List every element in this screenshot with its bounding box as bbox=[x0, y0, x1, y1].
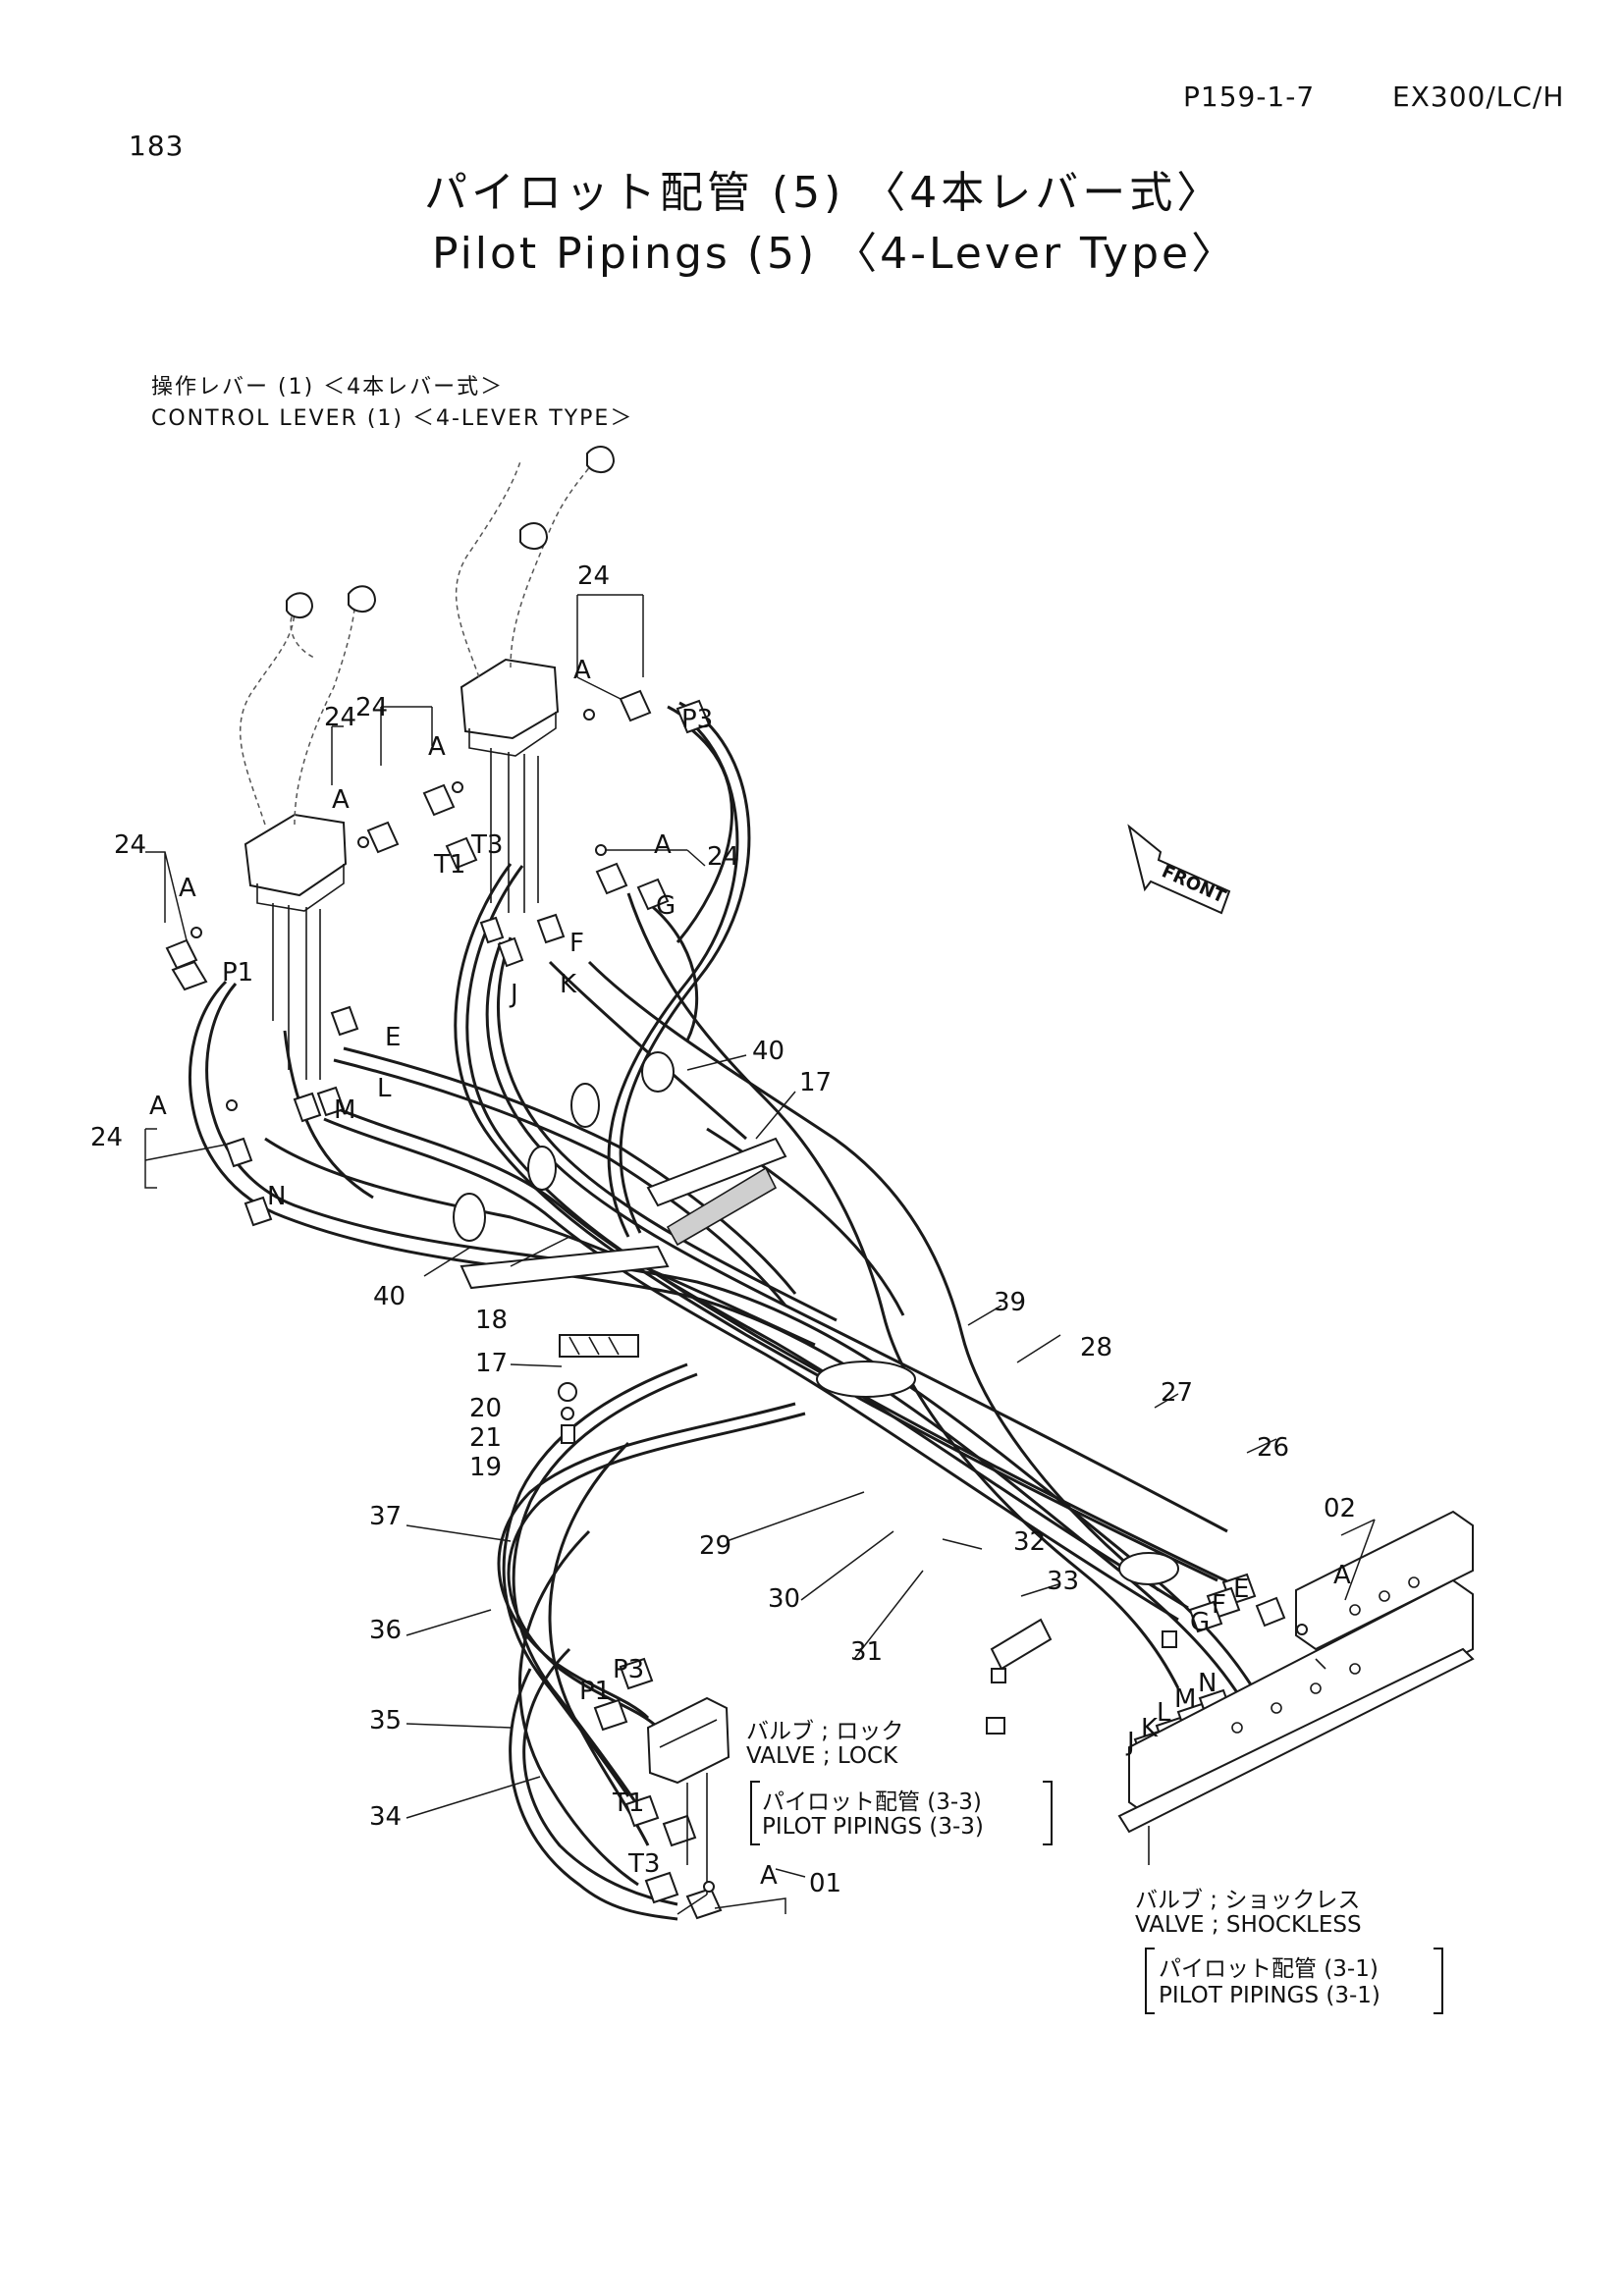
marker-a-shockless: A bbox=[1333, 1561, 1351, 1590]
callout-26: 26 bbox=[1257, 1433, 1290, 1463]
valve-lock-label-en: VALVE ; LOCK bbox=[746, 1743, 898, 1769]
valve-shockless-ref-bracket-right bbox=[1434, 1948, 1443, 2014]
valve-lock-label-jp: バルブ ; ロック bbox=[746, 1719, 904, 1744]
valve-shockless-ref-bracket-left bbox=[1145, 1948, 1155, 2014]
callout-17-upper: 17 bbox=[799, 1068, 833, 1097]
callout-19: 19 bbox=[469, 1453, 503, 1482]
callout-18: 18 bbox=[475, 1306, 509, 1335]
control-lever-caption-jp: 操作レバー (1) ＜4本レバー式＞ bbox=[151, 375, 505, 400]
port-j-right: J bbox=[1127, 1728, 1135, 1757]
port-m-right: M bbox=[1174, 1684, 1197, 1714]
port-t3-lower: T3 bbox=[628, 1849, 661, 1879]
shockless-valve bbox=[1117, 1510, 1475, 1865]
marker-a-top: A bbox=[573, 656, 591, 685]
title-english: Pilot Pipings (5) 〈4-Lever Type〉 bbox=[432, 229, 1238, 279]
callout-33: 33 bbox=[1047, 1567, 1080, 1596]
leader-lines bbox=[144, 594, 1376, 1915]
valve-shockless-label-jp: バルブ ; ショックレス bbox=[1135, 1888, 1361, 1913]
callout-40-lower: 40 bbox=[373, 1282, 406, 1311]
callout-29: 29 bbox=[699, 1531, 732, 1561]
callout-36: 36 bbox=[369, 1616, 403, 1645]
callout-35: 35 bbox=[369, 1706, 403, 1735]
callout-02: 02 bbox=[1324, 1494, 1357, 1523]
port-p3-lower: P3 bbox=[613, 1655, 645, 1684]
o-ring-markers bbox=[190, 709, 1308, 1893]
callout-28: 28 bbox=[1080, 1333, 1113, 1362]
callout-24-left: 24 bbox=[114, 830, 147, 860]
port-t3-upper: T3 bbox=[471, 830, 504, 860]
port-p1-lower: P1 bbox=[579, 1677, 612, 1706]
front-direction-arrow: FRONT bbox=[1127, 824, 1231, 915]
lock-valve bbox=[646, 1696, 730, 1895]
callout-01: 01 bbox=[809, 1869, 842, 1898]
port-n-right: N bbox=[1198, 1669, 1217, 1698]
valve-lock-ref-en: PILOT PIPINGS (3-3) bbox=[762, 1814, 984, 1840]
callout-24-top: 24 bbox=[577, 561, 611, 591]
callout-31: 31 bbox=[850, 1637, 884, 1667]
callout-20: 20 bbox=[469, 1394, 503, 1423]
callout-27: 27 bbox=[1161, 1378, 1194, 1408]
control-lever-caption-en: CONTROL LEVER (1) ＜4-LEVER TYPE＞ bbox=[151, 406, 634, 431]
callout-39: 39 bbox=[994, 1288, 1027, 1317]
callout-34: 34 bbox=[369, 1802, 403, 1832]
valve-shockless-ref-jp: パイロット配管 (3-1) bbox=[1159, 1956, 1379, 1982]
title-japanese: パイロット配管 (5) 〈4本レバー式〉 bbox=[424, 168, 1224, 218]
port-j-upper: J bbox=[511, 980, 518, 1009]
callout-24-lower: 24 bbox=[90, 1123, 124, 1152]
marker-a-mid-right: A bbox=[428, 732, 446, 762]
port-k-upper: K bbox=[560, 970, 577, 999]
port-f-upper: F bbox=[569, 929, 584, 958]
marker-a-left: A bbox=[179, 874, 196, 903]
valve-lock-ref-bracket-left bbox=[750, 1781, 760, 1845]
port-p1-upper: P1 bbox=[222, 958, 254, 988]
valve-lock-ref-bracket-right bbox=[1043, 1781, 1053, 1845]
port-l-upper: L bbox=[377, 1074, 392, 1103]
valve-shockless-label-en: VALVE ; SHOCKLESS bbox=[1135, 1912, 1362, 1938]
callout-37: 37 bbox=[369, 1502, 403, 1531]
callout-24-right: 24 bbox=[707, 842, 740, 872]
callout-30: 30 bbox=[768, 1584, 801, 1614]
port-t1-upper: T1 bbox=[434, 850, 466, 880]
page-number: 183 bbox=[129, 130, 185, 162]
marker-a-lock-valve: A bbox=[760, 1861, 778, 1891]
machine-model: EX300/LC/H bbox=[1392, 80, 1565, 113]
port-t1-lower: T1 bbox=[613, 1789, 645, 1818]
callout-17-lower: 17 bbox=[475, 1349, 509, 1378]
valve-shockless-ref-en: PILOT PIPINGS (3-1) bbox=[1159, 1983, 1380, 2008]
callout-32: 32 bbox=[1013, 1527, 1047, 1557]
marker-a-mid-left: A bbox=[332, 785, 350, 815]
valve-lock-ref-jp: パイロット配管 (3-3) bbox=[762, 1789, 982, 1815]
port-n-upper: N bbox=[267, 1182, 287, 1211]
port-g-right: G bbox=[1190, 1608, 1211, 1637]
port-p3-upper: P3 bbox=[681, 705, 714, 734]
marker-a-lower-left: A bbox=[149, 1092, 167, 1121]
clamps bbox=[453, 1051, 1179, 1735]
port-e-right: E bbox=[1233, 1575, 1250, 1604]
port-f-right: F bbox=[1212, 1590, 1226, 1620]
port-l-right: L bbox=[1157, 1698, 1171, 1728]
callout-40-upper: 40 bbox=[752, 1037, 785, 1066]
callout-24-mid-right: 24 bbox=[355, 693, 389, 722]
port-m-upper: M bbox=[334, 1095, 356, 1125]
reference-code: P159-1-7 bbox=[1183, 80, 1316, 113]
port-k-right: K bbox=[1141, 1714, 1159, 1743]
marker-a-right: A bbox=[654, 830, 672, 860]
callout-24-mid-left: 24 bbox=[324, 703, 357, 732]
control-lever-assembly bbox=[239, 446, 616, 1080]
port-e-upper: E bbox=[385, 1023, 402, 1052]
port-g-upper: G bbox=[656, 891, 676, 921]
callout-21: 21 bbox=[469, 1423, 503, 1453]
